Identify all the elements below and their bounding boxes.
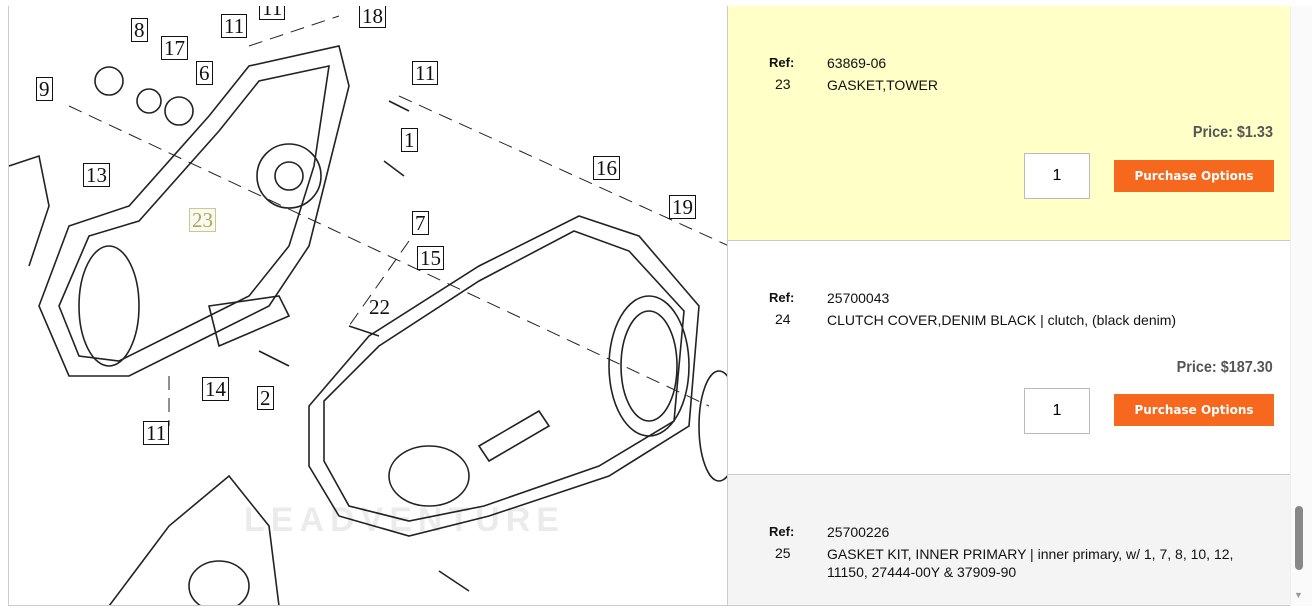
- part-description: GASKET,TOWER: [827, 77, 938, 93]
- callout-16[interactable]: 16: [593, 156, 620, 180]
- parts-diagram[interactable]: 11 18 11 8 17 6 9 11 1 13 16 19 23 7 15 …: [8, 6, 728, 606]
- callout-23-highlighted[interactable]: 23: [189, 208, 216, 232]
- callout-11[interactable]: 11: [221, 14, 248, 38]
- part-row-24: Ref: 24 25700043 CLUTCH COVER,DENIM BLAC…: [728, 241, 1290, 475]
- ref-number: 24: [775, 311, 791, 327]
- callout-9[interactable]: 9: [36, 77, 53, 101]
- purchase-options-button[interactable]: Purchase Options: [1114, 160, 1274, 192]
- ref-label: Ref:: [769, 290, 795, 305]
- scrollbar-thumb[interactable]: [1295, 506, 1303, 570]
- callout-22[interactable]: 22: [369, 295, 390, 319]
- watermark-logo: LEADVENTURE: [244, 501, 566, 539]
- callout-19[interactable]: 19: [669, 195, 696, 219]
- callout-11[interactable]: 11: [412, 61, 439, 85]
- price: Price: $187.30: [1176, 359, 1273, 376]
- quantity-input[interactable]: [1024, 153, 1090, 199]
- price: Price: $1.33: [1192, 124, 1273, 141]
- part-number: 25700043: [827, 290, 890, 306]
- part-description: GASKET KIT, INNER PRIMARY | inner primar…: [827, 546, 1234, 580]
- ref-number: 25: [775, 545, 791, 561]
- part-number: 63869-06: [827, 55, 887, 71]
- callout-1[interactable]: 1: [401, 128, 418, 152]
- scrollbar[interactable]: ▼: [1290, 6, 1312, 606]
- exploded-view-drawing: [9, 15, 727, 605]
- callout-6[interactable]: 6: [196, 61, 213, 85]
- callout-15[interactable]: 15: [417, 246, 444, 270]
- scroll-down-arrow-icon[interactable]: ▼: [1294, 590, 1303, 600]
- quantity-input[interactable]: [1024, 388, 1090, 434]
- callout-11[interactable]: 11: [259, 6, 286, 20]
- callout-2[interactable]: 2: [257, 386, 274, 410]
- callout-7[interactable]: 7: [412, 211, 429, 235]
- ref-label: Ref:: [769, 524, 795, 539]
- part-number: 25700226: [827, 524, 890, 540]
- callout-8[interactable]: 8: [131, 18, 148, 42]
- callout-18[interactable]: 18: [359, 6, 386, 28]
- callout-17[interactable]: 17: [161, 36, 188, 60]
- part-description: CLUTCH COVER,DENIM BLACK | clutch, (blac…: [827, 312, 1177, 328]
- callout-11[interactable]: 11: [143, 421, 170, 445]
- parts-list: Ref: 23 63869-06 GASKET,TOWER Price: $1.…: [728, 6, 1290, 606]
- callout-14[interactable]: 14: [202, 377, 229, 401]
- ref-number: 23: [775, 76, 791, 92]
- part-row-23: Ref: 23 63869-06 GASKET,TOWER Price: $1.…: [728, 6, 1290, 241]
- part-row-25: Ref: 25 25700226 GASKET KIT, INNER PRIMA…: [728, 475, 1290, 605]
- purchase-options-button[interactable]: Purchase Options: [1114, 394, 1274, 426]
- ref-label: Ref:: [769, 55, 795, 70]
- callout-13[interactable]: 13: [83, 163, 110, 187]
